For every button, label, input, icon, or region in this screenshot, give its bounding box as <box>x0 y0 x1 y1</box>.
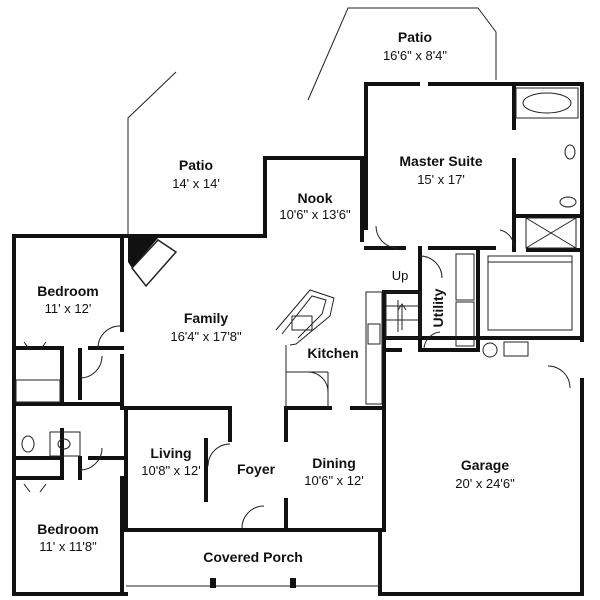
bedroom-lower-name: Bedroom <box>37 521 98 537</box>
bedroom-lower-dim: 11' x 11'8" <box>39 539 97 554</box>
closet-marks <box>23 341 47 493</box>
garage-fixtures <box>482 341 529 358</box>
exterior-walls <box>12 82 584 596</box>
doors <box>79 225 571 529</box>
dining-dim: 10'6" x 12' <box>304 473 363 488</box>
bedroom-upper-name: Bedroom <box>37 283 98 299</box>
toilet-master <box>559 144 577 208</box>
living-dim: 10'8" x 12' <box>141 463 200 478</box>
sink-hall <box>49 431 81 457</box>
master-suite-dim: 15' x 17' <box>417 172 465 187</box>
bathtub <box>515 87 579 119</box>
fireplace <box>128 238 178 288</box>
nook-dim: 10'6" x 13'6" <box>279 207 351 222</box>
bathtub-hall <box>15 379 61 403</box>
patio-top-outline <box>307 7 497 101</box>
garage-name: Garage <box>461 457 509 473</box>
kitchen-island <box>275 289 335 408</box>
garage-dim: 20' x 24'6" <box>455 476 515 491</box>
patio-left-name: Patio <box>179 157 213 173</box>
stairs-up-arrow <box>397 303 407 330</box>
interior-walls <box>12 82 584 596</box>
stairs <box>385 291 421 339</box>
kitchen-counter <box>365 291 383 405</box>
master-suite-name: Master Suite <box>399 153 482 169</box>
living-name: Living <box>150 445 191 461</box>
patio-left-dim: 14' x 14' <box>172 176 220 191</box>
stairs-up-label: Up <box>392 268 409 283</box>
family-name: Family <box>184 310 229 326</box>
patio-top-dim: 16'6" x 8'4" <box>383 48 447 63</box>
patio-top-name: Patio <box>398 29 432 45</box>
family-dim: 16'4" x 17'8" <box>170 329 242 344</box>
patio-left-outline <box>127 71 177 235</box>
closet-master <box>487 255 573 331</box>
toilet-hall <box>21 435 35 453</box>
utility-appliances <box>455 253 475 347</box>
kitchen-name: Kitchen <box>307 345 358 361</box>
shower <box>525 217 577 249</box>
nook-name: Nook <box>298 190 333 206</box>
foyer-name: Foyer <box>237 461 276 477</box>
covered-porch-name: Covered Porch <box>203 549 303 565</box>
porch-posts <box>126 578 380 588</box>
dining-name: Dining <box>312 455 356 471</box>
bedroom-upper-dim: 11' x 12' <box>45 301 92 316</box>
utility-name: Utility <box>430 288 446 327</box>
